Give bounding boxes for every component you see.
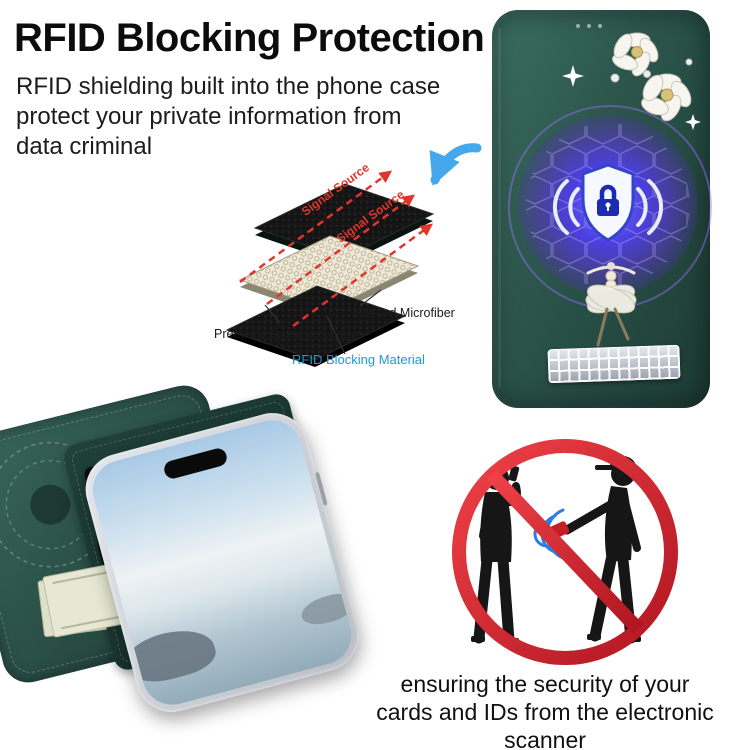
case-spine-highlight — [498, 28, 501, 388]
label-leader-lines — [264, 289, 382, 355]
page-subtitle: RFID shielding built into the phone case… — [16, 72, 440, 162]
seascape-rock — [298, 590, 356, 629]
layer-label-imitated-microfiber: Imitated Microfiber — [352, 306, 455, 320]
signal-arrow-icon — [239, 170, 434, 328]
footer-caption: ensuring the security of your cards and … — [340, 670, 750, 750]
dynamic-island-icon — [162, 446, 229, 481]
subtitle-line: RFID shielding built into the phone case — [16, 73, 441, 100]
page-title: RFID Blocking Protection — [14, 16, 485, 60]
person-silhouette-right — [562, 456, 641, 644]
charm-dots — [576, 24, 602, 28]
phone — [77, 405, 367, 720]
layer-diagram — [225, 143, 482, 367]
phone-case-photo — [492, 10, 712, 408]
wireless-signal-icon — [552, 179, 664, 235]
microfiber-layer — [225, 285, 407, 361]
subtitle-line: data criminal — [16, 133, 153, 160]
sparkle-icon — [685, 114, 701, 130]
sparkle-icon — [562, 65, 584, 87]
flower-decoration — [610, 32, 701, 130]
seascape-rock — [120, 621, 220, 690]
no-scan-illustration — [452, 439, 678, 665]
ballerina-charm — [585, 262, 637, 347]
jeweled-band — [547, 344, 681, 384]
side-button — [314, 471, 328, 506]
layer-label-rfid-blocking-material: RFID Blocking Material — [292, 352, 425, 367]
caption-line: cards and IDs from the electronic scanne… — [376, 699, 714, 750]
curved-arrow-icon — [429, 143, 482, 187]
prohibition-icon — [452, 439, 678, 665]
subtitle-line: protect your private information from — [16, 103, 402, 130]
shield-lock-icon — [552, 163, 664, 242]
caption-line: ensuring the security of your — [400, 671, 690, 697]
layer-label-premium-synthetic-leather: Premium Synthetic Leather — [214, 327, 365, 341]
